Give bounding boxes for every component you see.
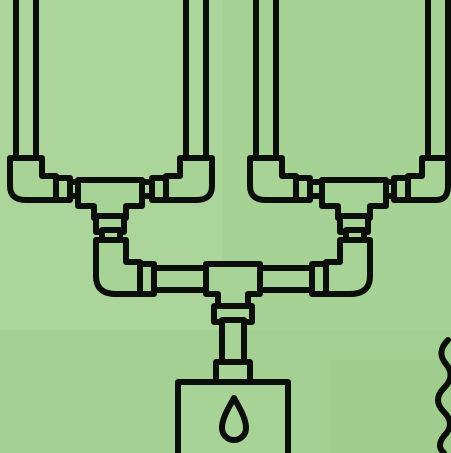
- drop-pipe: [213, 317, 253, 387]
- right-manifold: [247, 155, 451, 245]
- left-vertical-pipes: [13, 0, 209, 163]
- water-drop-icon: [219, 395, 249, 443]
- right-vertical-pipes: [253, 0, 451, 163]
- left-manifold: [7, 155, 215, 245]
- water-tank: [175, 379, 291, 453]
- wavy-line-icon: [435, 337, 451, 453]
